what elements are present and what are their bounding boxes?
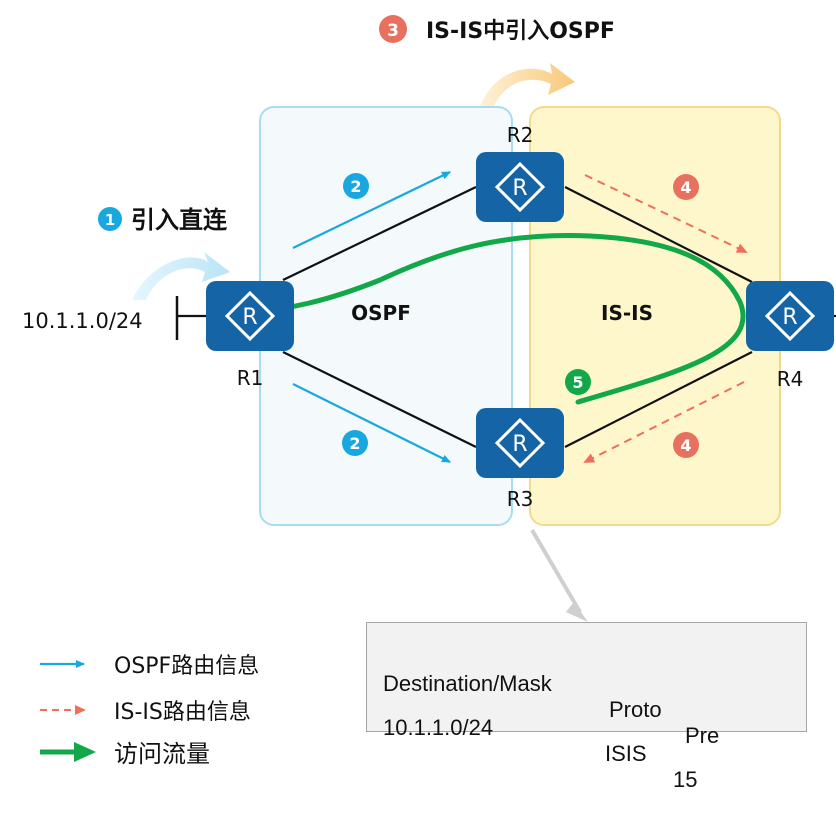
- ospf-area-label: OSPF: [351, 301, 411, 325]
- ospf-route-arrow-bottom: [292, 383, 451, 463]
- router-r1-label: R1: [237, 366, 264, 390]
- step-3-number: 3: [387, 21, 399, 41]
- cell-proto: ISIS: [605, 741, 647, 766]
- router-r3-label: R3: [507, 487, 534, 511]
- router-r4-glyph: R: [782, 305, 797, 330]
- router-r1[interactable]: R: [206, 281, 294, 351]
- router-r2[interactable]: R: [476, 152, 564, 222]
- router-r2-label: R2: [507, 123, 534, 147]
- router-r1-glyph: R: [242, 305, 257, 330]
- step-2-number-bottom: 2: [349, 434, 360, 453]
- step-4-badge-top: [673, 174, 699, 200]
- callout-connector: [530, 528, 582, 614]
- legend-traffic-arrowhead: [74, 742, 96, 762]
- links: [282, 186, 836, 448]
- step-4-number-top: 4: [680, 178, 691, 197]
- header-destination: Destination/Mask: [383, 671, 552, 696]
- isis-route-arrow-bottom: [583, 381, 745, 463]
- callout-connector-arrowhead: [566, 602, 588, 622]
- ospf-route-arrow-top: [292, 171, 451, 249]
- route-table-row: 10.1.1.0/24 ISIS 15: [383, 689, 697, 819]
- step-5-badge: [565, 369, 591, 395]
- link-r1-r2: [282, 186, 477, 281]
- router-r3[interactable]: R: [476, 408, 564, 478]
- cell-pre: 15: [673, 767, 698, 792]
- router-r4-label: R4: [777, 367, 804, 391]
- isis-route-arrow-top: [584, 174, 748, 253]
- cell-destination: 10.1.1.0/24: [383, 715, 494, 740]
- step-5-number: 5: [572, 373, 583, 392]
- legend-isis-label: IS-IS路由信息: [114, 700, 251, 725]
- router-r3-glyph: R: [512, 432, 527, 457]
- legend-ospf-label: OSPF路由信息: [114, 654, 259, 679]
- isis-area-label: IS-IS: [601, 301, 653, 325]
- link-r2-r4: [564, 186, 753, 283]
- step-2-badge-bottom: [342, 430, 368, 456]
- step-2-number-top: 2: [350, 177, 361, 196]
- header-proto: Proto: [609, 697, 662, 722]
- title-text: IS-IS中引入OSPF: [426, 19, 615, 44]
- legend-traffic-label: 访问流量: [114, 740, 210, 768]
- step-4-number-bottom: 4: [680, 436, 691, 455]
- router-r2-glyph: R: [512, 176, 527, 201]
- link-r3-r4: [564, 351, 753, 448]
- step-1-badge: [98, 207, 122, 231]
- link-r1-r3: [282, 351, 477, 448]
- network-label: 10.1.1.0/24: [22, 309, 143, 333]
- route-table: Destination/Mask Proto Pre 10.1.1.0/24 I…: [366, 622, 807, 792]
- route-table-header: Destination/Mask Proto Pre: [383, 645, 719, 775]
- header-pre: Pre: [685, 723, 720, 748]
- step-2-badge-top: [343, 173, 369, 199]
- import-ospf-curve-arrow: [480, 63, 575, 106]
- step-4-badge-bottom: [673, 432, 699, 458]
- network-diagram: R R R R R1 R2 R3 R4 10.1.1.0/24 OSPF IS-…: [22, 15, 836, 768]
- router-r4[interactable]: R: [746, 281, 834, 351]
- traffic-flow-arrow: [227, 233, 746, 405]
- step-1-number: 1: [105, 211, 115, 229]
- import-direct-curve-arrow: [132, 252, 230, 300]
- import-direct-label: 引入直连: [131, 206, 228, 234]
- step-3-badge: [379, 15, 407, 43]
